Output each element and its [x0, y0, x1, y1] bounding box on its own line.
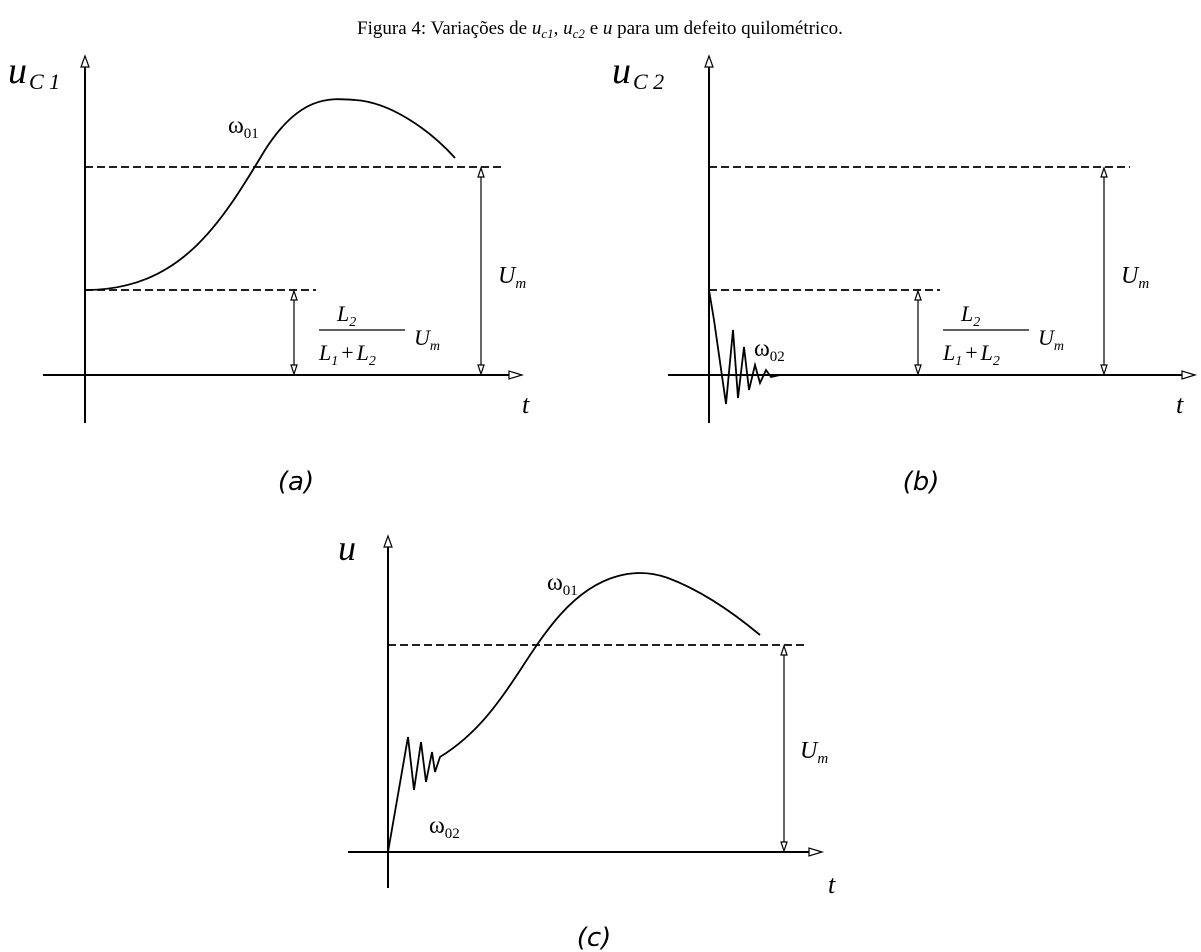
um-label: Um	[1121, 263, 1149, 292]
svg-text:L1+L2: L1+L2	[942, 340, 1000, 369]
u-curve	[387, 572, 761, 853]
svg-text:Um: Um	[414, 325, 440, 354]
svg-text:L2: L2	[336, 301, 356, 330]
svg-text:L1+L2: L1+L2	[318, 340, 376, 369]
svg-text:L2: L2	[960, 301, 980, 330]
omega-02-label: ω02	[429, 813, 460, 842]
svg-text:Um: Um	[1038, 325, 1064, 354]
omega-01-label: ω01	[228, 113, 259, 142]
panel-c: u t ω01 ω02 Um (c)	[338, 528, 836, 952]
panel-b-label: (b)	[903, 467, 940, 497]
panel-b: uC 2 t ω02 Um L2 L1+L2 Um (b)	[612, 50, 1198, 497]
omega-02-label: ω02	[754, 336, 785, 365]
y-axis-label: u	[338, 528, 356, 568]
x-axis-arrow	[508, 370, 525, 380]
um-label: Um	[800, 738, 828, 767]
um-dimension-arrow-top	[780, 644, 788, 656]
um-dimension-arrow-bottom	[1100, 364, 1108, 376]
x-axis-label: t	[828, 870, 836, 899]
figure-caption: Figura 4: Variações de uc1, uc2 e u para…	[357, 18, 843, 41]
um-dimension-arrow-top	[477, 166, 485, 178]
y-axis-arrow	[80, 54, 90, 68]
y-axis-arrow	[704, 54, 714, 68]
ratio-dimension-arrow-bottom	[914, 364, 922, 376]
uc1-curve	[84, 98, 456, 291]
panel-a-label: (a)	[278, 467, 314, 497]
ratio-dimension-arrow-bottom	[290, 364, 298, 376]
um-dimension-arrow-bottom	[477, 364, 485, 376]
x-axis-label: t	[522, 390, 530, 419]
x-axis-arrow	[808, 847, 825, 857]
ratio-expression: L2 L1+L2 Um	[318, 301, 440, 369]
omega-01-label: ω01	[547, 570, 578, 599]
panel-a: uC 1 t ω01 Um L2 L1+L2 Um (a)	[8, 50, 530, 497]
ratio-expression: L2 L1+L2 Um	[942, 301, 1064, 369]
um-dimension-arrow-top	[1100, 166, 1108, 178]
y-axis-label: uC 1	[8, 50, 60, 94]
panel-c-label: (c)	[577, 923, 612, 952]
uc2-oscillation	[708, 289, 790, 405]
y-axis-label: uC 2	[612, 50, 664, 94]
um-label: Um	[498, 263, 526, 292]
x-axis-label: t	[1176, 390, 1184, 419]
y-axis-arrow	[383, 534, 393, 548]
x-axis-arrow	[1181, 370, 1198, 380]
ratio-dimension-arrow-top	[914, 289, 922, 301]
um-dimension-arrow-bottom	[780, 841, 788, 853]
ratio-dimension-arrow-top	[290, 289, 298, 301]
